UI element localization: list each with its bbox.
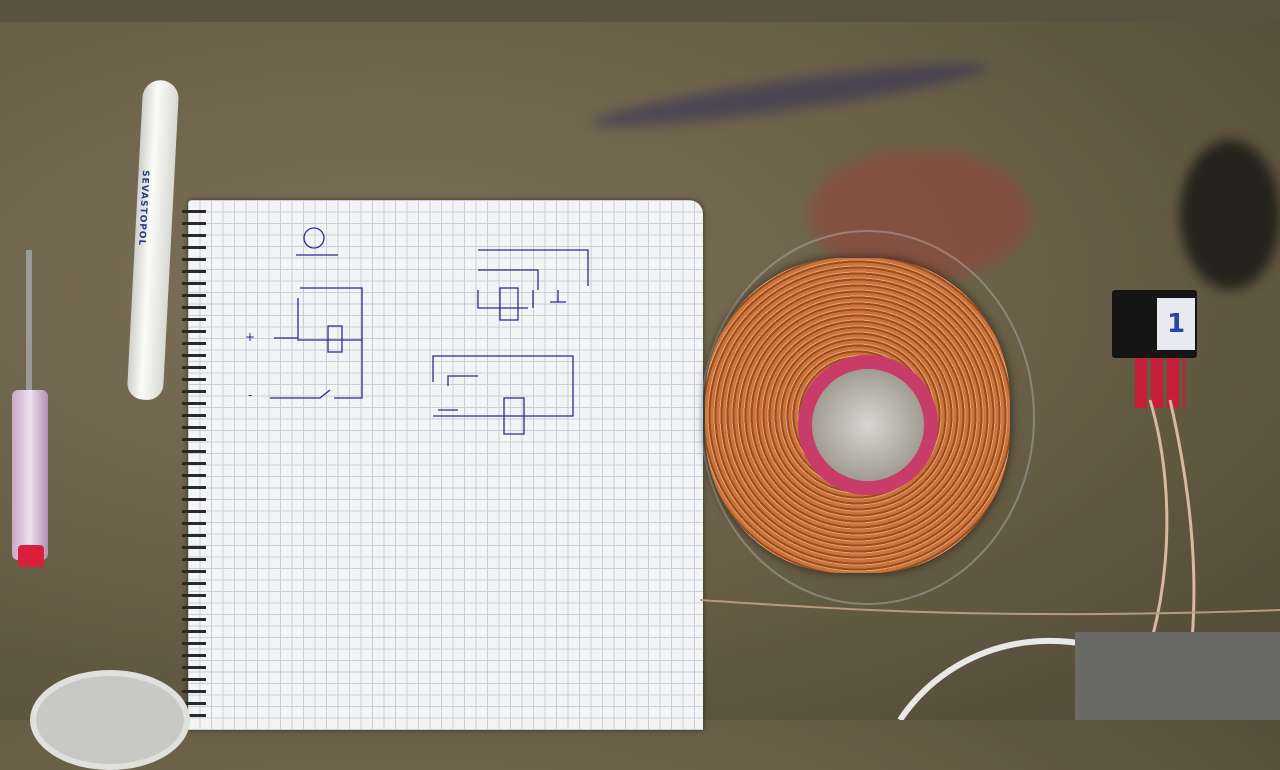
bench-edge <box>0 0 1280 22</box>
metal-plate <box>1075 632 1280 720</box>
graph-paper-notebook <box>188 200 703 730</box>
sketch-plus-sign: + <box>245 330 256 344</box>
screwdriver <box>10 250 52 570</box>
paint-stain-black <box>1180 140 1280 290</box>
notebook-spiral <box>182 210 206 720</box>
sketch-minus-sign: - <box>248 388 253 402</box>
plastic-disc <box>700 230 1035 605</box>
paint-stroke-blue <box>589 52 991 138</box>
circuit-sketch <box>270 227 589 435</box>
red-connectors <box>1135 358 1185 408</box>
pen <box>126 79 180 401</box>
led-symbol <box>303 227 325 249</box>
relay-label: 1 <box>1157 298 1195 350</box>
tape-roll <box>30 670 190 770</box>
